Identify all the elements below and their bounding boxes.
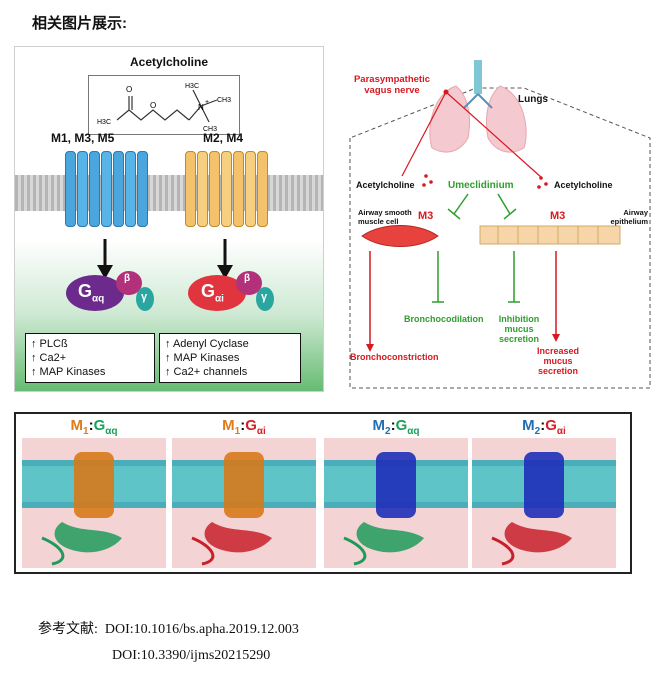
- helix: [221, 151, 232, 227]
- effect-item: ↑ Ca2+: [31, 352, 67, 364]
- structure-panel: [172, 438, 316, 568]
- galpha-i-shape: [188, 275, 246, 311]
- receptor-gprotein-structures: M1:Gαq M1:Gαi M2:Gαq M2:Gαi: [14, 412, 632, 574]
- inhibition-mucus-label: Inhibition mucus secretion: [498, 314, 540, 344]
- galpha-i-label: Gαi: [201, 281, 224, 305]
- helix: [113, 151, 124, 227]
- helix: [137, 151, 148, 227]
- helix: [101, 151, 112, 227]
- methyl-top-label: H3C: [185, 83, 199, 90]
- page-title: 相关图片展示:: [32, 15, 127, 32]
- bronchoconstriction-label: Bronchoconstriction: [350, 352, 439, 362]
- effects-box-gq: ↑ PLCß ↑ Ca2+ ↑ MAP Kinases: [25, 333, 155, 383]
- acetylcholine-left-label: Acetylcholine: [356, 180, 415, 190]
- effect-item: ↑ MAP Kinases: [31, 366, 106, 378]
- m3-muscle-label: M3: [418, 210, 434, 222]
- arrows-and-gproteins: [66, 239, 274, 311]
- acetylcholine-right-label: Acetylcholine: [554, 180, 613, 190]
- nitrogen-label: N: [198, 103, 204, 112]
- helix: [65, 151, 76, 227]
- helix: [245, 151, 256, 227]
- m3-epithelium-label: M3: [550, 210, 566, 222]
- helix: [185, 151, 196, 227]
- umeclidinium-label: Umeclidinium: [448, 180, 514, 191]
- molecule-drawing: O O N + H3C H3C CH3 CH3: [97, 83, 231, 133]
- structure-panel-title: M2:Gαq: [372, 417, 420, 437]
- methyl-bottom-label: CH3: [203, 126, 217, 133]
- helix: [233, 151, 244, 227]
- references-label: 参考文献:: [38, 622, 98, 637]
- airway-smooth-muscle-label: Airway smooth muscle cell: [358, 208, 412, 226]
- helix: [257, 151, 268, 227]
- doi-2: DOI:10.3390/ijms20215290: [112, 648, 271, 663]
- acetylcholine-structure: O O N + H3C H3C CH3 CH3: [88, 75, 240, 135]
- structure-panel: [22, 438, 166, 568]
- gbeta-shape-2: [236, 271, 262, 295]
- helix: [197, 151, 208, 227]
- gbeta-label-1: β: [124, 273, 131, 284]
- ligand-label: Acetylcholine: [129, 55, 209, 69]
- mechanism-drawing: [349, 60, 651, 389]
- helix: [77, 151, 88, 227]
- helix: [209, 151, 220, 227]
- ggamma-shape-1: [136, 287, 154, 311]
- effect-item: ↑ PLCß: [31, 338, 68, 350]
- receptor-group-2-label: M2, M4: [203, 131, 244, 145]
- umeclidinium-mechanism-figure: Parasympathetic vagus nerve Lungs Acetyl…: [328, 46, 654, 390]
- helix: [125, 151, 136, 227]
- lungs-label: Lungs: [518, 94, 548, 105]
- methyl-right-label: CH3: [217, 97, 231, 104]
- helix: [89, 151, 100, 227]
- reference-line-1: 参考文献: DOI:10.1016/bs.apha.2019.12.003: [38, 618, 299, 638]
- gbeta-shape-1: [116, 271, 142, 295]
- effect-item: ↑ Ca2+ channels: [165, 366, 248, 378]
- receptor-group-1-label: M1, M3, M5: [51, 131, 115, 145]
- references: 参考文献: DOI:10.1016/bs.apha.2019.12.003 DO…: [38, 618, 299, 664]
- increased-mucus-label: Increased mucus secretion: [536, 346, 580, 376]
- structure-panel-title: M1:Gαi: [222, 417, 266, 437]
- vagus-nerve-label: Parasympathetic vagus nerve: [353, 74, 431, 96]
- effects-box-gi: ↑ Adenyl Cyclase ↑ MAP Kinases ↑ Ca2+ ch…: [159, 333, 301, 383]
- bronchodilation-label: Bronchocodilation: [404, 314, 484, 324]
- ggamma-label-1: γ: [141, 291, 148, 303]
- galpha-q-label: Gαq: [78, 281, 105, 305]
- airway-epithelium-label: Airway epithelium: [610, 208, 648, 226]
- ggamma-label-2: γ: [261, 291, 268, 303]
- gbeta-label-2: β: [244, 273, 251, 284]
- structure-panel-title: M2:Gαi: [522, 417, 566, 437]
- effect-item: ↑ MAP Kinases: [165, 352, 240, 364]
- methyl-left-label: H3C: [97, 119, 111, 126]
- effect-item: ↑ Adenyl Cyclase: [165, 338, 249, 350]
- charge-label: +: [205, 99, 209, 106]
- muscarinic-receptor-figure: Acetylcholine O O N + H3C H3C CH3 CH3 M1…: [14, 46, 324, 392]
- structure-panel: [324, 438, 468, 568]
- structure-panel: [472, 438, 616, 568]
- oxygen-carbonyl-label: O: [126, 85, 132, 94]
- ggamma-shape-2: [256, 287, 274, 311]
- doi-1: DOI:10.1016/bs.apha.2019.12.003: [104, 622, 299, 637]
- oxygen-ester-label: O: [150, 101, 156, 110]
- galpha-q-shape: [66, 275, 124, 311]
- structure-panel-title: M1:Gαq: [70, 417, 118, 437]
